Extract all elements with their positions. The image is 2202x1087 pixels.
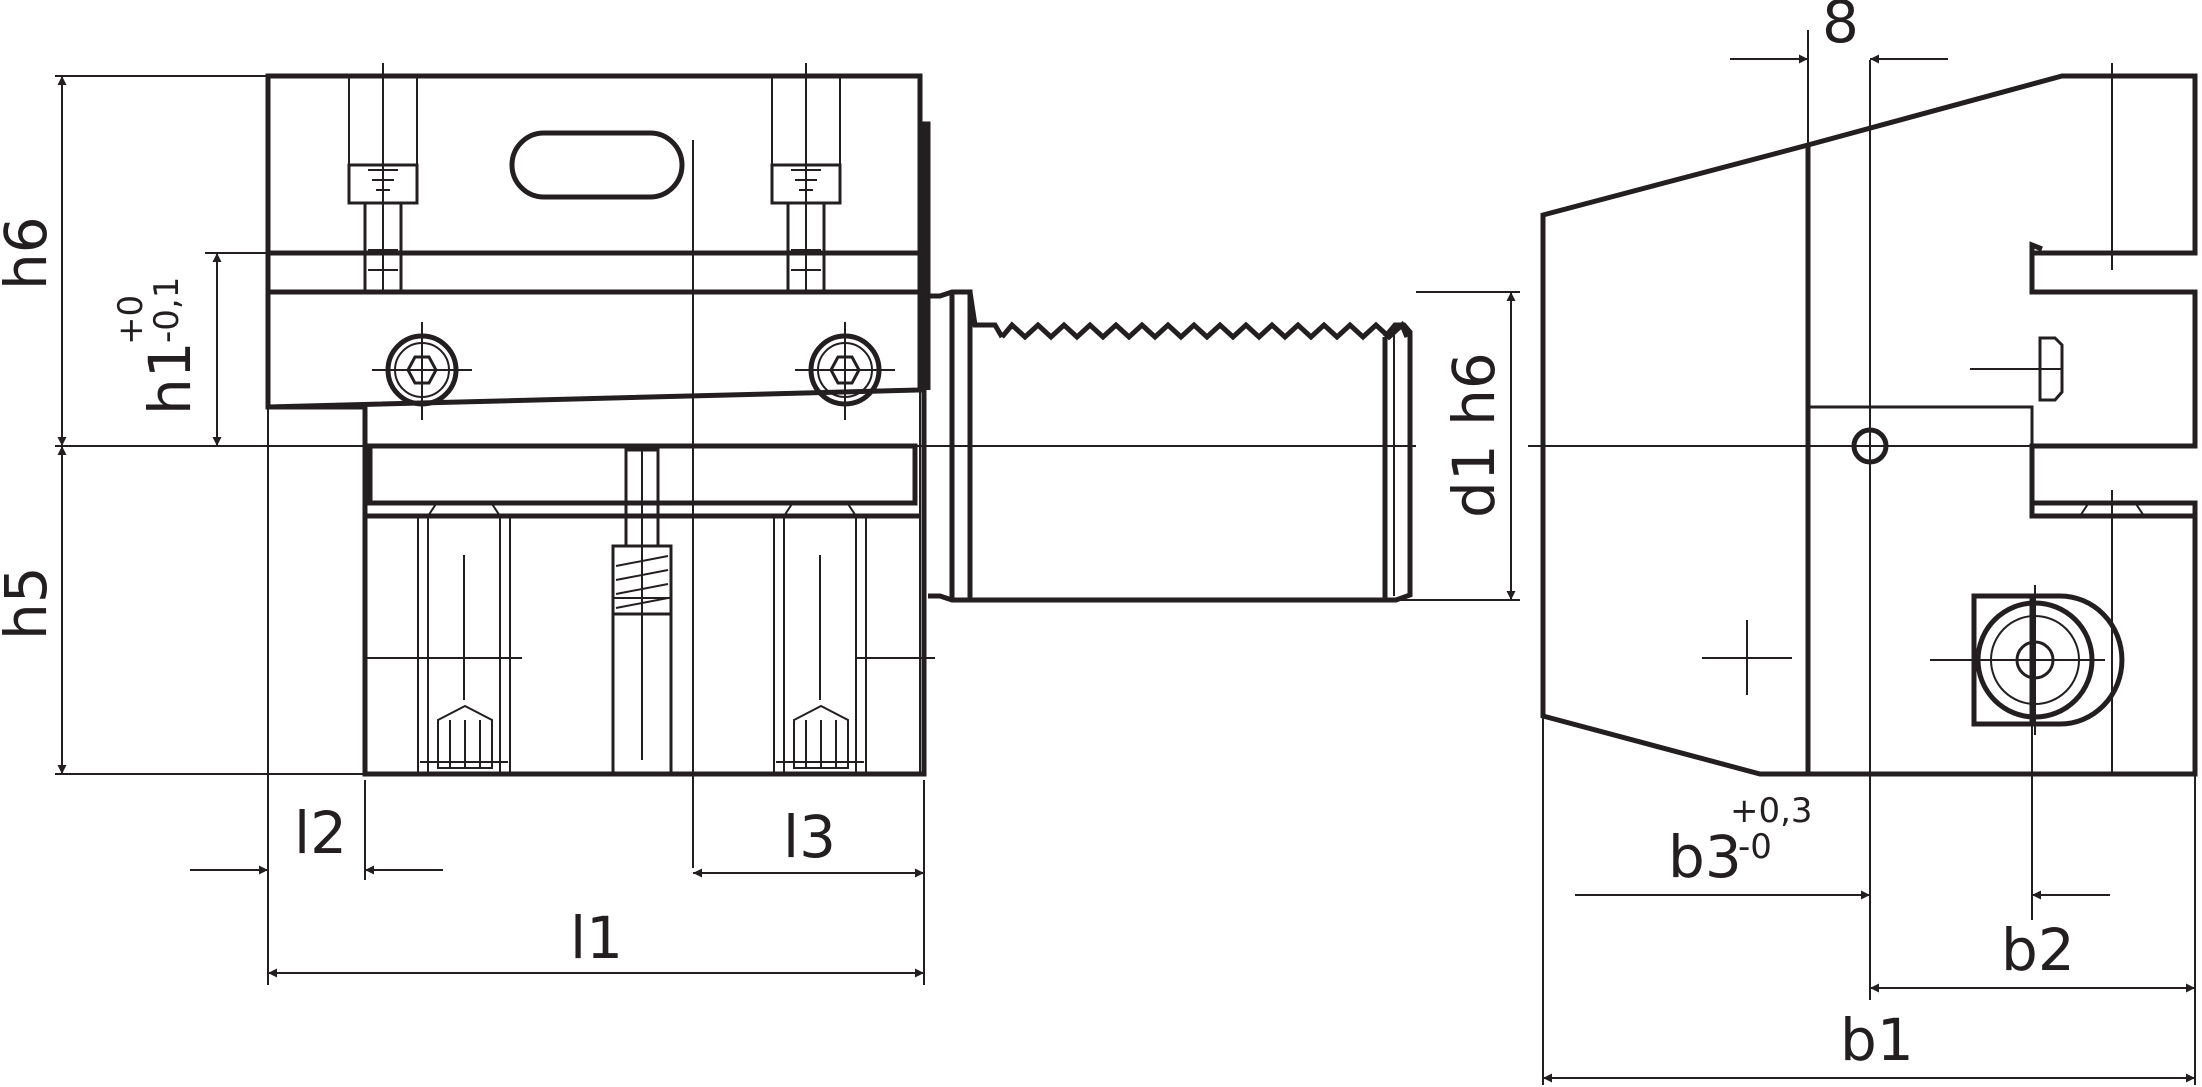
label-h1: h1 — [136, 341, 204, 415]
front-slot — [509, 130, 685, 200]
label-h1-tol-lower: -0,1 — [147, 277, 187, 343]
side-main-body — [1807, 73, 2198, 777]
side-chamfers — [2079, 503, 2145, 517]
label-b3-tol-upper: +0,3 — [1730, 791, 1813, 831]
label-l1: l1 — [570, 904, 623, 972]
top-screw-right — [770, 63, 842, 293]
dimension-labels: h6 h1 +0 -0,1 h5 l2 l3 l1 d1 h6 8 b3 +0,… — [0, 0, 2075, 1074]
front-view — [55, 63, 1416, 868]
top-screw-left — [347, 63, 419, 293]
hex-nut-left — [372, 322, 472, 420]
label-h6: h6 — [0, 216, 60, 290]
front-mid-block — [267, 289, 923, 410]
lower-bore-right — [773, 503, 935, 774]
side-pin — [2038, 336, 2064, 402]
label-d1: d1 h6 — [1440, 352, 1508, 518]
label-b2: b2 — [2001, 916, 2075, 984]
label-b3: b3 — [1668, 823, 1742, 891]
label-h1-tol-upper: +0 — [111, 295, 151, 345]
label-8: 8 — [1822, 0, 1859, 56]
hex-nut-right — [795, 322, 895, 420]
central-set-screw — [611, 448, 673, 774]
side-view — [1528, 60, 2198, 1000]
side-tapered-body — [1540, 141, 1811, 777]
side-notch — [2029, 241, 2043, 253]
side-lower-step — [2029, 503, 2195, 519]
dimension-lines — [55, 30, 2196, 1085]
label-l2: l2 — [294, 799, 347, 867]
label-h5: h5 — [0, 566, 60, 640]
label-l3: l3 — [783, 803, 836, 871]
label-b1: b1 — [1840, 1006, 1914, 1074]
side-clamp-element — [1930, 585, 2125, 735]
side-inner-step — [1808, 405, 2034, 446]
front-step — [265, 76, 931, 777]
label-b3-tol-lower: -0 — [1738, 827, 1772, 867]
lower-bore-left — [365, 503, 522, 774]
